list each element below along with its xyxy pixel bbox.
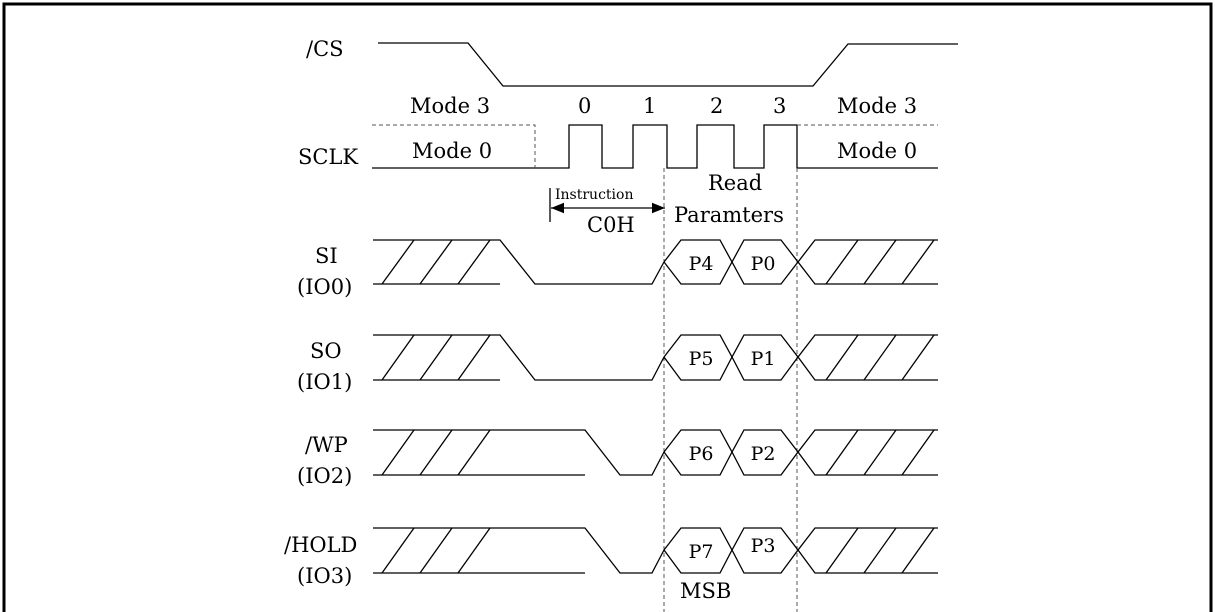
wp-io-label: (IO2) [297,464,352,488]
si-io-label: (IO0) [297,275,352,299]
si-param-first: P4 [689,253,714,275]
read-label: Read [708,171,762,195]
so-waveform [373,334,938,381]
hold-param-first: P7 [689,541,714,563]
so-io-label: (IO1) [297,370,352,394]
parameters-label: Paramters [674,203,784,227]
wp-label: /WP [305,433,348,457]
clock-number-1: 1 [643,94,656,118]
clock-number-2: 2 [710,94,723,118]
cs-waveform [378,42,958,87]
sclk-label: SCLK [298,145,358,169]
wp-waveform [373,429,938,476]
si-waveform [373,239,938,285]
mode3-right-label: Mode 3 [837,94,917,118]
sclk-waveform [372,124,938,169]
si-label: SI [315,244,338,268]
si-param-second: P0 [751,253,776,275]
clock-number-0: 0 [578,94,591,118]
mode3-left-label: Mode 3 [410,94,490,118]
clock-number-3: 3 [773,94,786,118]
so-label: SO [310,339,342,363]
so-param-second: P1 [751,348,776,370]
hold-param-second: P3 [751,535,776,557]
wp-param-first: P6 [689,443,714,465]
cs-label: /CS [306,37,344,61]
hold-waveform [373,527,938,574]
mode0-right-label: Mode 0 [837,139,917,163]
hold-label: /HOLD [284,533,357,557]
mode0-left-label: Mode 0 [412,139,492,163]
instruction-code: C0H [587,213,635,237]
wp-param-second: P2 [751,443,776,465]
sclk-mode3-line-left [372,124,536,168]
instruction-label: Instruction [555,187,633,203]
so-param-first: P5 [689,348,714,370]
msb-label: MSB [680,579,731,603]
hold-io-label: (IO3) [297,564,352,588]
